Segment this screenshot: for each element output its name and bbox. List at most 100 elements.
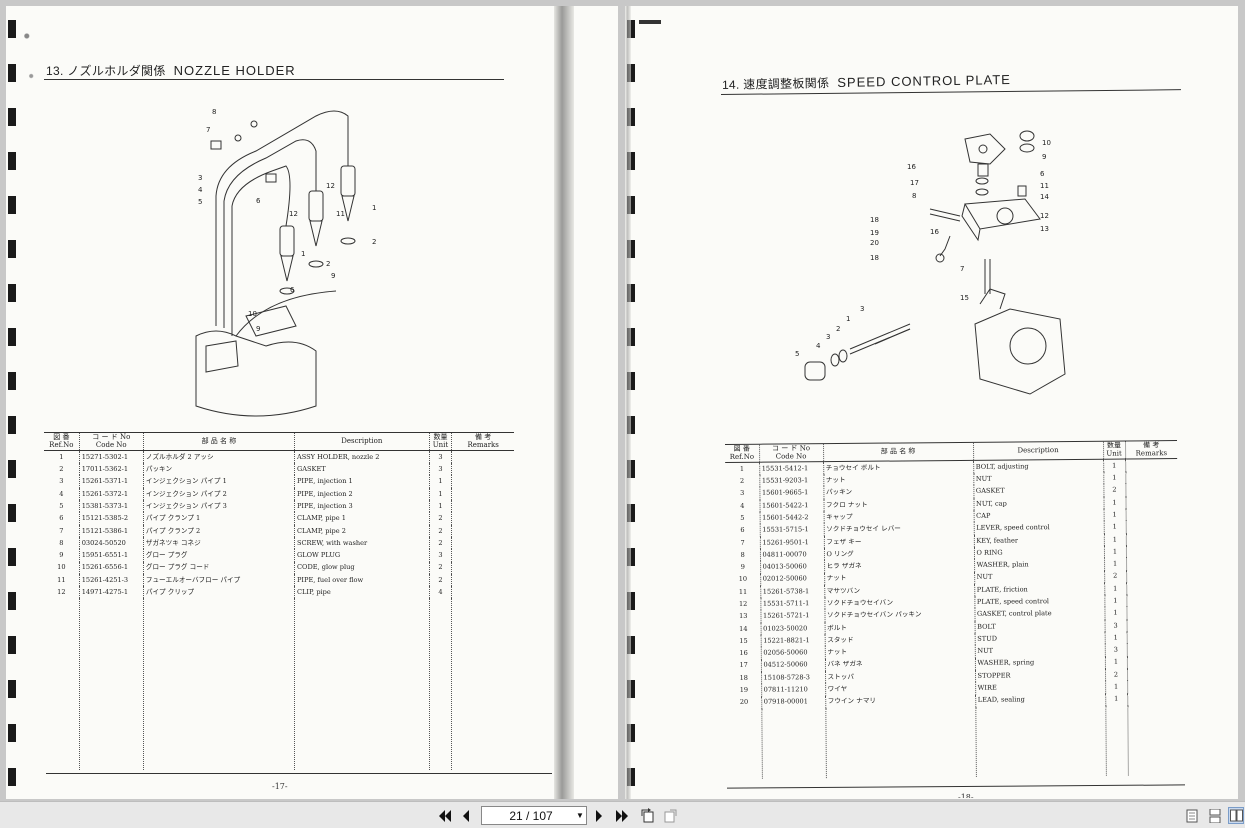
description-cell: GASKET bbox=[973, 484, 1104, 498]
page-number: -17- bbox=[272, 782, 288, 791]
name-jp-cell: パイプ クランプ 2 bbox=[143, 524, 296, 537]
unit-cell: 2 bbox=[429, 512, 453, 525]
single-page-view-button[interactable] bbox=[1184, 807, 1199, 824]
continuous-page-icon bbox=[1209, 808, 1220, 823]
ref-cell: 12 bbox=[726, 597, 761, 611]
ref-cell: 19 bbox=[727, 683, 762, 697]
unit-cell: 3 bbox=[1104, 619, 1127, 632]
header-unit-jp: 数量 bbox=[433, 433, 448, 441]
remarks-cell bbox=[1126, 606, 1178, 619]
ref-cell: 12 bbox=[44, 586, 80, 599]
rotate-alt-button[interactable] bbox=[662, 807, 678, 824]
name-jp-cell: グロー プラグ bbox=[143, 549, 296, 562]
svg-text:8: 8 bbox=[212, 108, 216, 116]
remarks-cell bbox=[1125, 459, 1177, 472]
first-page-button[interactable] bbox=[437, 807, 453, 824]
remarks-cell bbox=[1126, 582, 1178, 595]
code-cell: 14971-4275-1 bbox=[79, 586, 144, 599]
svg-text:3: 3 bbox=[826, 333, 830, 341]
two-page-icon bbox=[1229, 809, 1243, 822]
ref-cell: 8 bbox=[725, 548, 761, 562]
svg-text:9: 9 bbox=[256, 325, 260, 333]
svg-text:6: 6 bbox=[256, 197, 261, 205]
svg-text:9: 9 bbox=[1042, 153, 1046, 161]
ref-cell: 8 bbox=[44, 536, 80, 550]
remarks-cell bbox=[1125, 496, 1177, 509]
prev-page-icon bbox=[463, 809, 469, 822]
unit-cell: 3 bbox=[429, 463, 453, 476]
header-ref: Ref.No bbox=[49, 440, 74, 449]
remarks-cell bbox=[452, 488, 514, 500]
page-binding-edge bbox=[554, 6, 574, 799]
svg-text:4: 4 bbox=[198, 186, 203, 194]
ref-cell: 2 bbox=[725, 474, 760, 488]
code-cell: 15601-9665-1 bbox=[759, 486, 824, 500]
description-cell: CODE, glow plug bbox=[294, 561, 430, 574]
unit-cell: 2 bbox=[1104, 668, 1128, 681]
last-page-button[interactable] bbox=[614, 807, 630, 824]
table-filler-row bbox=[44, 598, 514, 771]
section-title-en: SPEED CONTROL PLATE bbox=[837, 71, 1012, 90]
ref-cell: 3 bbox=[44, 475, 80, 488]
unit-cell: 1 bbox=[1103, 545, 1127, 558]
remarks-cell bbox=[1127, 643, 1179, 656]
unit-cell: 1 bbox=[1104, 594, 1127, 608]
svg-text:15: 15 bbox=[960, 294, 969, 302]
description-cell: BOLT, adjusting bbox=[973, 459, 1104, 474]
empty-cell bbox=[761, 707, 826, 779]
remarks-cell bbox=[452, 451, 514, 463]
svg-text:3: 3 bbox=[860, 305, 864, 313]
code-cell: 02012-50060 bbox=[760, 572, 825, 586]
continuous-page-view-button[interactable] bbox=[1207, 807, 1222, 824]
page-number-select[interactable]: 21 / 107▼ bbox=[481, 806, 587, 825]
unit-cell: 3 bbox=[429, 549, 453, 562]
code-cell: 03024-50520 bbox=[79, 536, 144, 550]
remarks-cell bbox=[1126, 545, 1178, 558]
unit-cell: 1 bbox=[1103, 520, 1126, 534]
ref-cell: 10 bbox=[726, 573, 761, 586]
rotate-button[interactable] bbox=[639, 807, 655, 824]
svg-text:18: 18 bbox=[870, 216, 879, 224]
description-cell: STUD bbox=[974, 631, 1105, 646]
code-cell: 15951-6551-1 bbox=[79, 549, 144, 562]
two-page-view-button[interactable] bbox=[1228, 807, 1244, 824]
unit-cell: 1 bbox=[1104, 582, 1127, 595]
svg-text:6: 6 bbox=[290, 286, 295, 294]
name-jp-cell: グロー プラグ コード bbox=[143, 561, 296, 574]
section-title-jp: 13. ノズルホルダ関係 bbox=[46, 64, 166, 78]
svg-text:10: 10 bbox=[248, 310, 257, 318]
description-cell: WIRE bbox=[975, 680, 1106, 695]
header-unit: Unit bbox=[1106, 449, 1122, 458]
unit-cell: 1 bbox=[1103, 533, 1126, 546]
unit-cell: 2 bbox=[429, 561, 453, 574]
remarks-cell bbox=[1126, 533, 1178, 546]
svg-text:13: 13 bbox=[1040, 225, 1049, 233]
last-page-icon bbox=[616, 809, 628, 822]
empty-cell bbox=[975, 705, 1106, 777]
scan-mark bbox=[639, 20, 661, 24]
code-cell: 15601-5442-2 bbox=[759, 511, 824, 525]
ref-cell: 20 bbox=[727, 696, 762, 709]
remarks-cell bbox=[452, 500, 514, 512]
remarks-cell bbox=[452, 549, 514, 561]
empty-cell bbox=[143, 598, 296, 771]
prev-page-button[interactable] bbox=[459, 807, 473, 824]
remarks-cell bbox=[1126, 520, 1178, 533]
unit-cell: 1 bbox=[1103, 459, 1126, 472]
svg-text:5: 5 bbox=[795, 350, 799, 358]
description-cell: SCREW, with washer bbox=[294, 536, 430, 550]
code-cell: 15221-8821-1 bbox=[760, 634, 825, 648]
code-cell: 15261-9501-1 bbox=[759, 535, 824, 549]
svg-text:11: 11 bbox=[1040, 182, 1049, 190]
ref-cell: 4 bbox=[725, 499, 760, 513]
table-filler-row bbox=[727, 705, 1180, 779]
svg-text:17: 17 bbox=[910, 179, 919, 187]
next-page-button[interactable] bbox=[592, 807, 606, 824]
